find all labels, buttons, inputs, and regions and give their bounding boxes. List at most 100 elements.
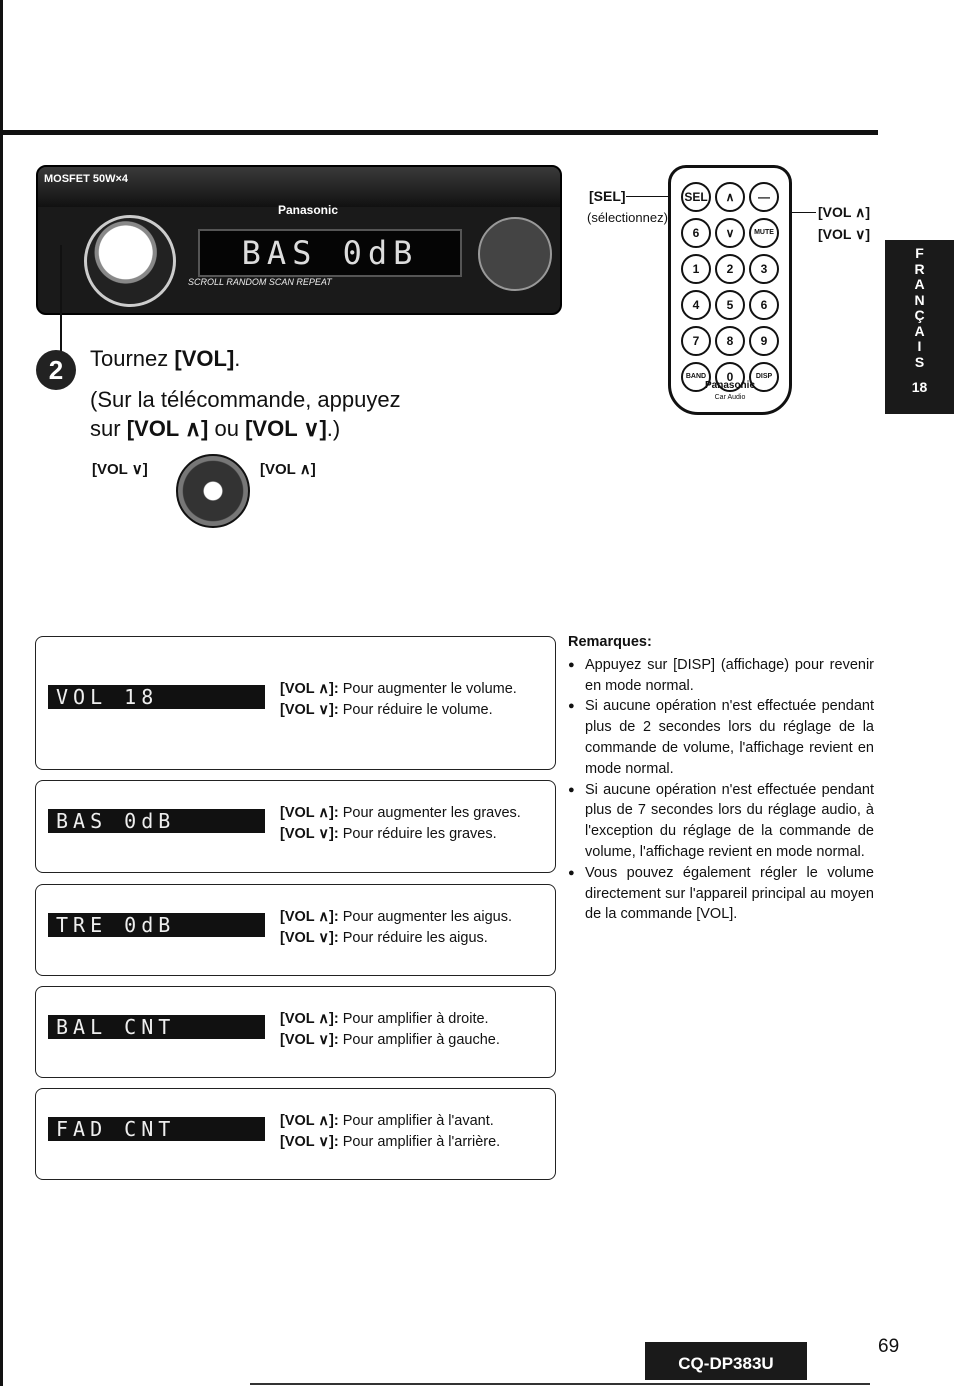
remote-button: ∨ <box>715 218 745 248</box>
remote-button: — <box>749 182 779 212</box>
step-number-badge: 2 <box>36 350 76 390</box>
step-sub-mid: ou <box>208 416 246 441</box>
panel-down-text: Pour amplifier à gauche. <box>338 1032 500 1048</box>
panel-down-key: [VOL ∨]: <box>280 1134 339 1150</box>
panel-down-key: [VOL ∨]: <box>280 930 339 946</box>
panel-down-text: Pour réduire le volume. <box>338 702 493 718</box>
panel-display: TRE 0dB <box>48 913 265 937</box>
panel-display: BAL CNT <box>48 1015 265 1039</box>
knob-rotation-figure: [VOL ∨] [VOL ∧] <box>92 450 352 530</box>
remote-button: 6 <box>681 218 711 248</box>
panel-up-key: [VOL ∧]: <box>280 1011 339 1027</box>
remote-button: 2 <box>715 254 745 284</box>
header-rule <box>0 130 878 135</box>
step-sub-suffix: .) <box>326 416 341 441</box>
panel-up-text: Pour augmenter les graves. <box>338 805 521 821</box>
panel-up-text: Pour augmenter les aigus. <box>338 909 512 925</box>
remote-button: ∧ <box>715 182 745 212</box>
side-tab-letter: A <box>914 322 925 339</box>
footer-rule <box>250 1383 870 1385</box>
remark-item: Vous pouvez également régler le volume d… <box>568 863 874 925</box>
remarks-title: Remarques: <box>568 634 652 650</box>
side-tab-letter: I <box>917 338 922 354</box>
panel-down-text: Pour amplifier à l'arrière. <box>338 1134 501 1150</box>
panel-up-text: Pour amplifier à l'avant. <box>338 1113 494 1129</box>
remote-brand: Panasonic <box>704 380 756 391</box>
remote-button: DISP <box>749 362 779 392</box>
model-number-box: CQ-DP383U <box>645 1342 807 1380</box>
remark-item: Si aucune opération n'est effectuée pend… <box>568 696 874 779</box>
panel-display: FAD CNT <box>48 1117 265 1141</box>
vol-down-callout: [VOL ∨] <box>818 226 870 242</box>
head-unit-brand: Panasonic <box>278 203 339 217</box>
adjustment-panel: FAD CNT [VOL ∧]: Pour amplifier à l'avant… <box>35 1088 556 1180</box>
step-key: [VOL] <box>174 346 235 371</box>
panel-up-text: Pour amplifier à droite. <box>338 1011 489 1027</box>
side-tab-letter: S <box>914 353 925 370</box>
vol-up-callout: [VOL ∧] <box>818 204 870 220</box>
panel-down-text: Pour réduire les graves. <box>338 826 497 842</box>
remark-item: Appuyez sur [DISP] (affichage) pour reve… <box>568 655 874 697</box>
remote-button: 0 <box>715 362 745 392</box>
remote-button: SEL <box>681 182 711 212</box>
head-unit-illustration: MOSFET 50W×4 Panasonic BAS 0dB SCROLL RA… <box>36 165 562 315</box>
panel-display: BAS 0dB <box>48 809 265 833</box>
side-tab-letter: Ç <box>914 307 925 323</box>
left-border-line <box>0 0 3 1386</box>
volume-knob-icon <box>84 215 176 307</box>
panel-instructions: [VOL ∧]: Pour amplifier à droite. [VOL ∨]… <box>280 1009 500 1051</box>
panel-down-key: [VOL ∨]: <box>280 826 339 842</box>
side-tab-letter: N <box>914 291 925 308</box>
remote-button: 9 <box>749 326 779 356</box>
remote-button: 7 <box>681 326 711 356</box>
remote-button: 8 <box>715 326 745 356</box>
remote-button: MUTE <box>749 218 779 248</box>
adjustment-panel: TRE 0dB [VOL ∧]: Pour augmenter les aigus… <box>35 884 556 976</box>
panel-down-key: [VOL ∨]: <box>280 702 339 718</box>
remark-item: Si aucune opération n'est effectuée pend… <box>568 780 874 863</box>
step-instruction: Tournez [VOL]. <box>90 346 240 372</box>
step-sub-line1: (Sur la télécommande, appuyez <box>90 387 401 412</box>
panel-up-key: [VOL ∧]: <box>280 681 339 697</box>
step-sub-prefix: sur <box>90 416 127 441</box>
panel-display: VOL 18 <box>48 685 265 709</box>
tune-track-pad-icon <box>478 217 552 291</box>
remarks-list: Appuyez sur [DISP] (affichage) pour reve… <box>568 655 874 925</box>
panel-instructions: [VOL ∧]: Pour amplifier à l'avant. [VOL ∨… <box>280 1111 500 1153</box>
sel-callout: [SEL] <box>589 188 626 204</box>
head-unit-button-labels: SCROLL RANDOM SCAN REPEAT <box>188 277 332 287</box>
head-unit-display: BAS 0dB <box>198 229 462 277</box>
side-tab-letter: F <box>915 245 924 261</box>
step-sub-key-down: [VOL ∨] <box>245 416 327 441</box>
adjustment-panel: BAS 0dB [VOL ∧]: Pour augmenter les grave… <box>35 780 556 873</box>
panel-up-key: [VOL ∧]: <box>280 1113 339 1129</box>
panel-up-key: [VOL ∧]: <box>280 805 339 821</box>
callout-leader-line <box>60 245 62 355</box>
amp-badge: MOSFET 50W×4 <box>44 173 129 185</box>
remote-button: 4 <box>681 290 711 320</box>
step-text: Tournez <box>90 346 175 371</box>
panel-down-key: [VOL ∨]: <box>280 1032 339 1048</box>
side-tab-letter: A <box>914 276 925 292</box>
adjustment-panel: BAL CNT [VOL ∧]: Pour amplifier à droite.… <box>35 986 556 1078</box>
step-text-end: . <box>234 346 241 371</box>
panel-instructions: [VOL ∧]: Pour augmenter les aigus.[VOL ∨… <box>280 907 512 949</box>
sel-callout-sub: (sélectionnez) <box>587 210 668 225</box>
side-tab-letter: R <box>914 260 925 277</box>
panel-up-text: Pour augmenter le volume. <box>338 681 517 697</box>
remote-sub: Car Audio <box>714 394 746 401</box>
remote-button: 5 <box>715 290 745 320</box>
page-number: 69 <box>878 1336 900 1357</box>
remote-button: 6 <box>749 290 779 320</box>
step-remote-instruction: (Sur la télécommande, appuyez sur [VOL ∧… <box>90 385 410 443</box>
panel-down-text: Pour réduire les aigus. <box>338 930 488 946</box>
adjustment-panel: VOL 18 [VOL ∧]: Pour augmenter le volume.… <box>35 636 556 770</box>
head-unit-top-band <box>38 167 560 207</box>
knob-left-label: [VOL ∨] <box>92 461 148 478</box>
knob-right-label: [VOL ∧] <box>260 461 316 478</box>
remote-button: 1 <box>681 254 711 284</box>
panel-instructions: [VOL ∧]: Pour augmenter le volume. [VOL ∨… <box>280 679 517 721</box>
